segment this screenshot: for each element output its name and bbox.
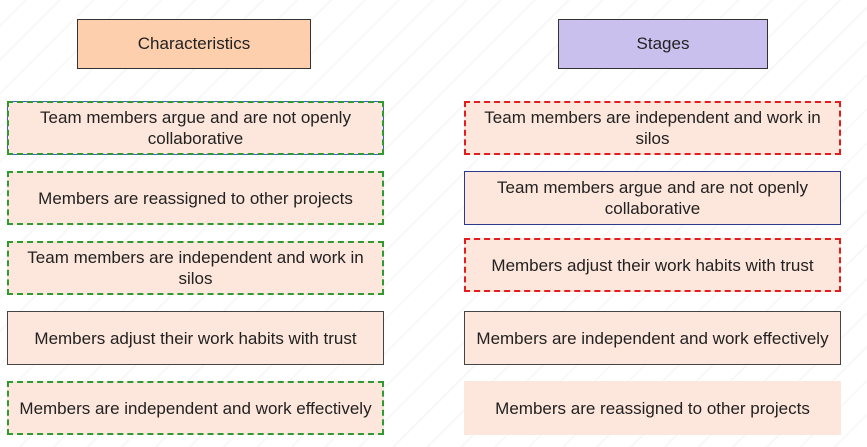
- characteristics-header: Characteristics: [77, 19, 311, 69]
- stage-slot-4[interactable]: Members are independent and work effecti…: [464, 311, 841, 365]
- characteristic-item-4[interactable]: Members adjust their work habits with tr…: [7, 311, 384, 365]
- stage-slot-2[interactable]: Team members argue and are not openly co…: [464, 171, 841, 225]
- stage-slot-1[interactable]: Team members are independent and work in…: [464, 101, 841, 155]
- characteristic-item-2[interactable]: Members are reassigned to other projects: [7, 171, 384, 225]
- characteristic-item-3[interactable]: Team members are independent and work in…: [7, 241, 384, 295]
- stage-slot-5[interactable]: Members are reassigned to other projects: [464, 381, 841, 435]
- stage-slot-3[interactable]: Members adjust their work habits with tr…: [464, 238, 841, 292]
- characteristic-item-5[interactable]: Members are independent and work effecti…: [7, 381, 384, 435]
- stages-header: Stages: [558, 19, 768, 69]
- characteristic-item-1[interactable]: Team members argue and are not openly co…: [7, 101, 384, 155]
